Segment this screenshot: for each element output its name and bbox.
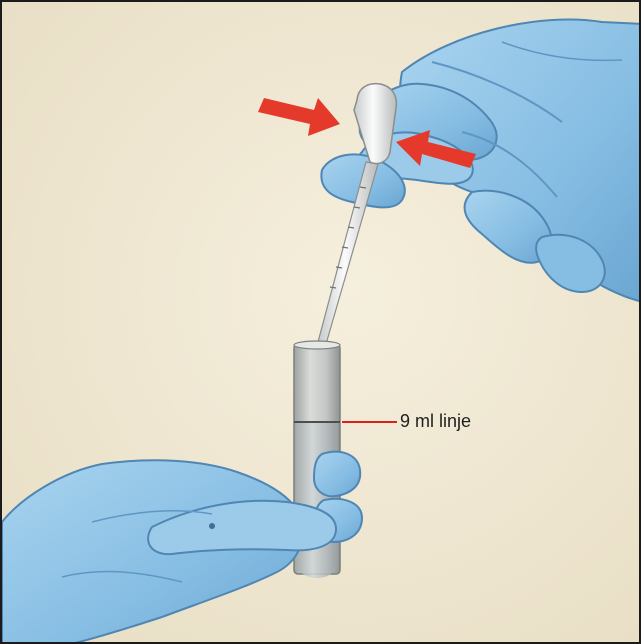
nine-ml-line-label: 9 ml linje <box>400 411 471 432</box>
